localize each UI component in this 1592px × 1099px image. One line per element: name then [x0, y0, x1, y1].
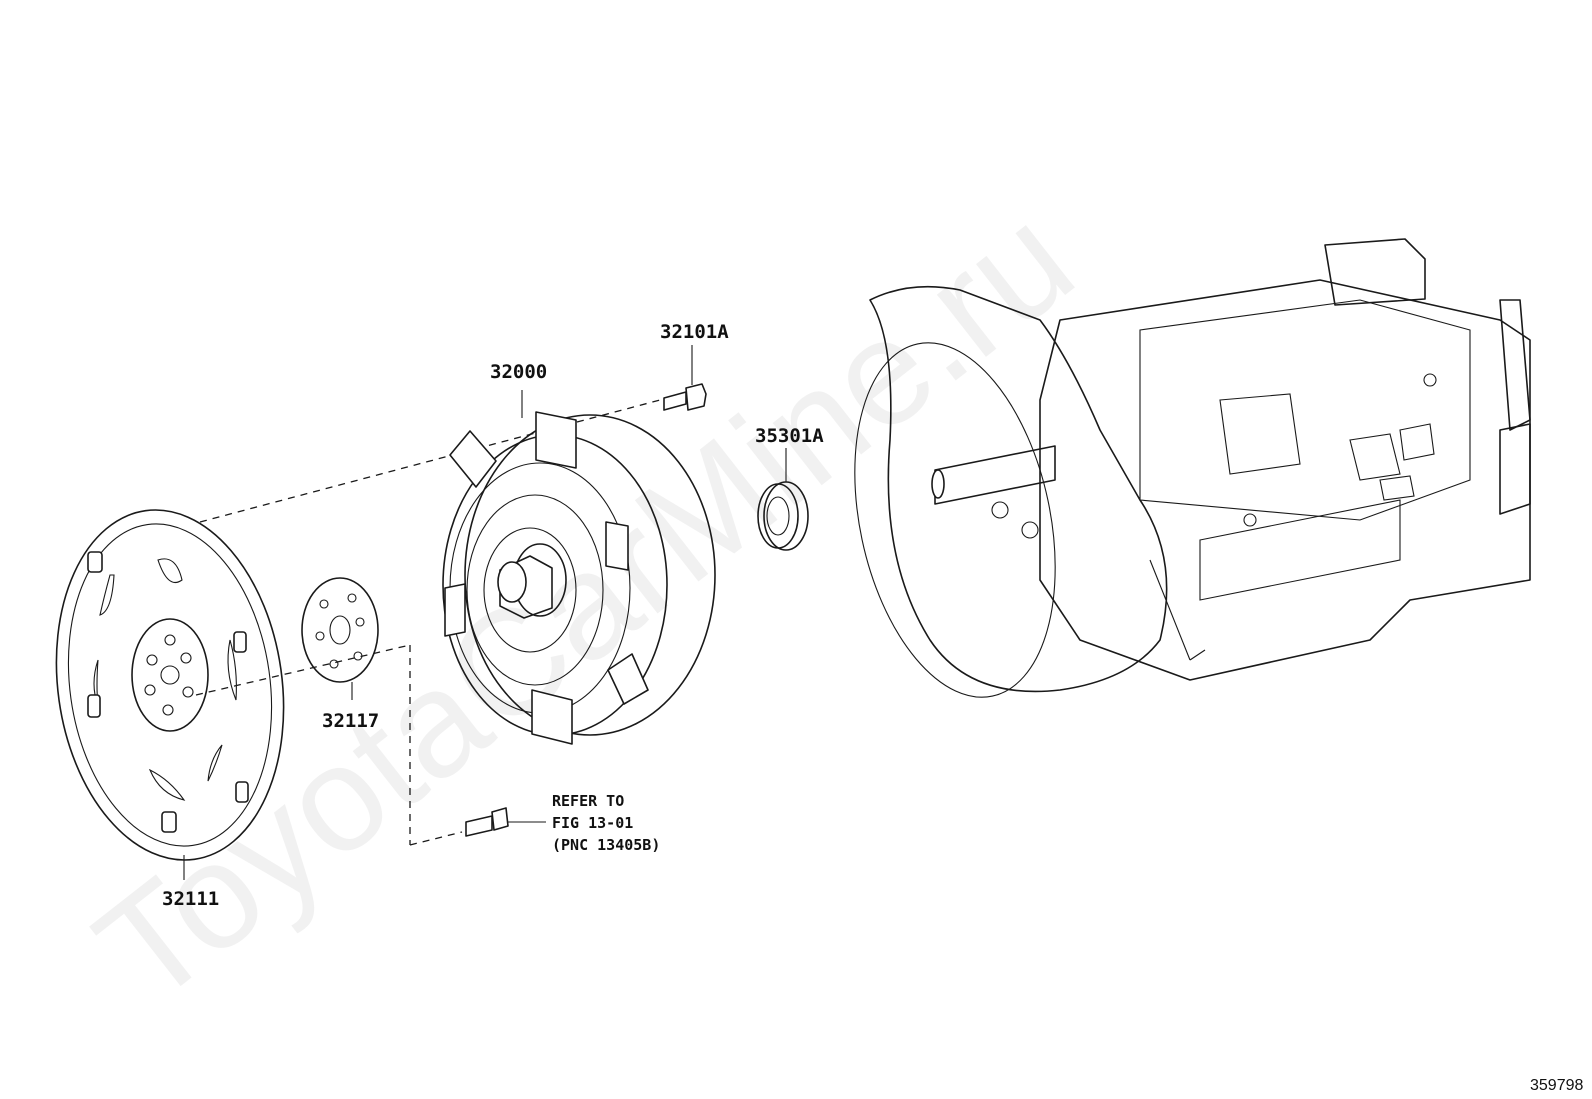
converter-lugs	[444, 411, 649, 745]
assembly-lines	[195, 399, 661, 846]
spacer-plate[interactable]	[301, 577, 379, 683]
label-35301a[interactable]: 35301A	[755, 425, 824, 447]
svg-text:(PNC 13405B): (PNC 13405B)	[552, 836, 660, 854]
bolt-32101a[interactable]	[663, 383, 707, 411]
drive-plate[interactable]	[35, 495, 306, 875]
svg-text:ToyotaCarMine.ru: ToyotaCarMine.ru	[66, 174, 1102, 1035]
label-32101a[interactable]: 32101A	[660, 321, 729, 343]
label-32000[interactable]: 32000	[490, 361, 547, 383]
label-32117[interactable]: 32117	[322, 710, 379, 732]
svg-text:REFER TO: REFER TO	[552, 792, 624, 810]
drive-plate-bolt-holes	[87, 551, 249, 833]
figure-id: 359798	[1530, 1077, 1583, 1094]
torque-converter[interactable]	[442, 411, 716, 745]
svg-text:FIG 13-01: FIG 13-01	[552, 814, 633, 832]
transmission-assembly	[854, 238, 1531, 698]
refer-note[interactable]: REFER TO FIG 13-01 (PNC 13405B)	[552, 792, 660, 854]
watermark: ToyotaCarMine.ru	[66, 174, 1102, 1035]
reference-bolt[interactable]	[465, 807, 509, 837]
label-32111[interactable]: 32111	[162, 888, 219, 910]
